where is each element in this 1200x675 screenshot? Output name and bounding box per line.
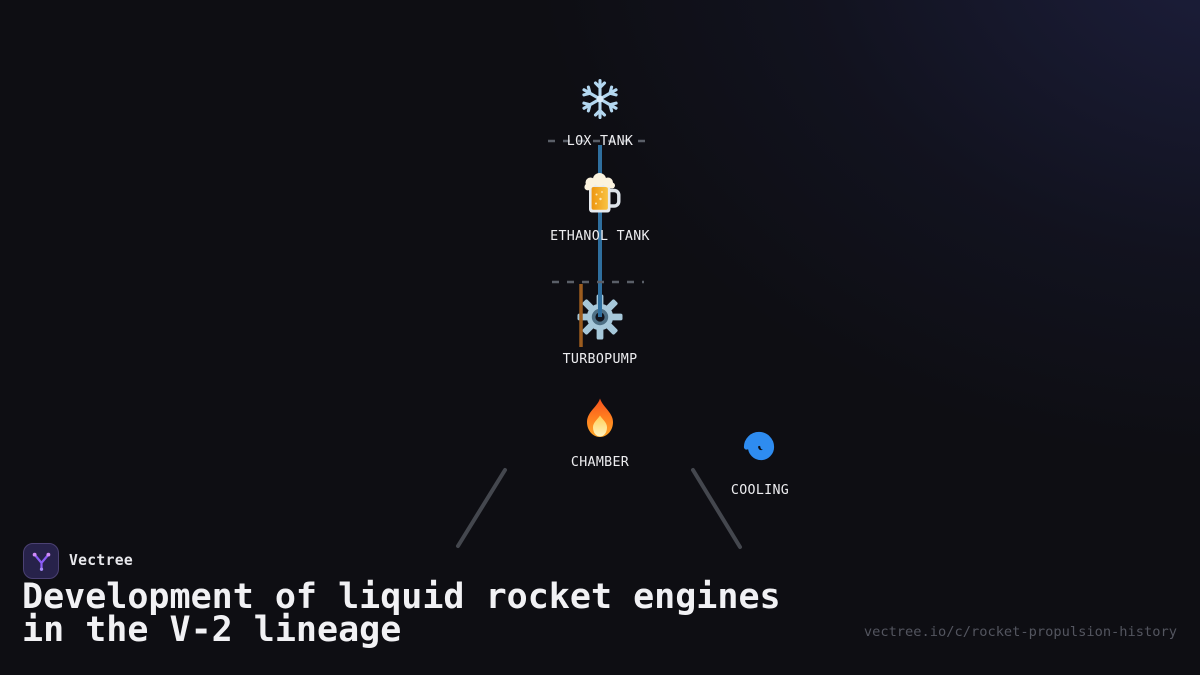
partial-edge-left [456, 468, 507, 548]
page-title: Development of liquid rocket engines in … [22, 577, 781, 650]
vectree-logo [23, 543, 59, 579]
title-line-2: in the V-2 lineage [22, 610, 402, 650]
fire-icon [578, 396, 622, 440]
node-label-turbopump[interactable]: TURBOPUMP [562, 352, 638, 367]
partial-edge-right [691, 468, 742, 549]
vectree-logo-icon [32, 552, 50, 571]
node-label-ethanol-tank[interactable]: ETHANOL TANK [550, 229, 650, 244]
brand-name: Vectree [69, 552, 133, 569]
beer-mug-icon [577, 172, 623, 218]
cyclone-icon [737, 424, 783, 470]
title-line-1: Development of liquid rocket engines [22, 577, 781, 617]
node-label-chamber[interactable]: CHAMBER [570, 455, 630, 470]
node-label-lox-tank[interactable]: LOX TANK [566, 134, 634, 149]
footer-url[interactable]: vectree.io/c/rocket-propulsion-history [863, 624, 1177, 640]
node-label-cooling[interactable]: COOLING [730, 483, 790, 498]
snowflake-icon [576, 75, 624, 123]
